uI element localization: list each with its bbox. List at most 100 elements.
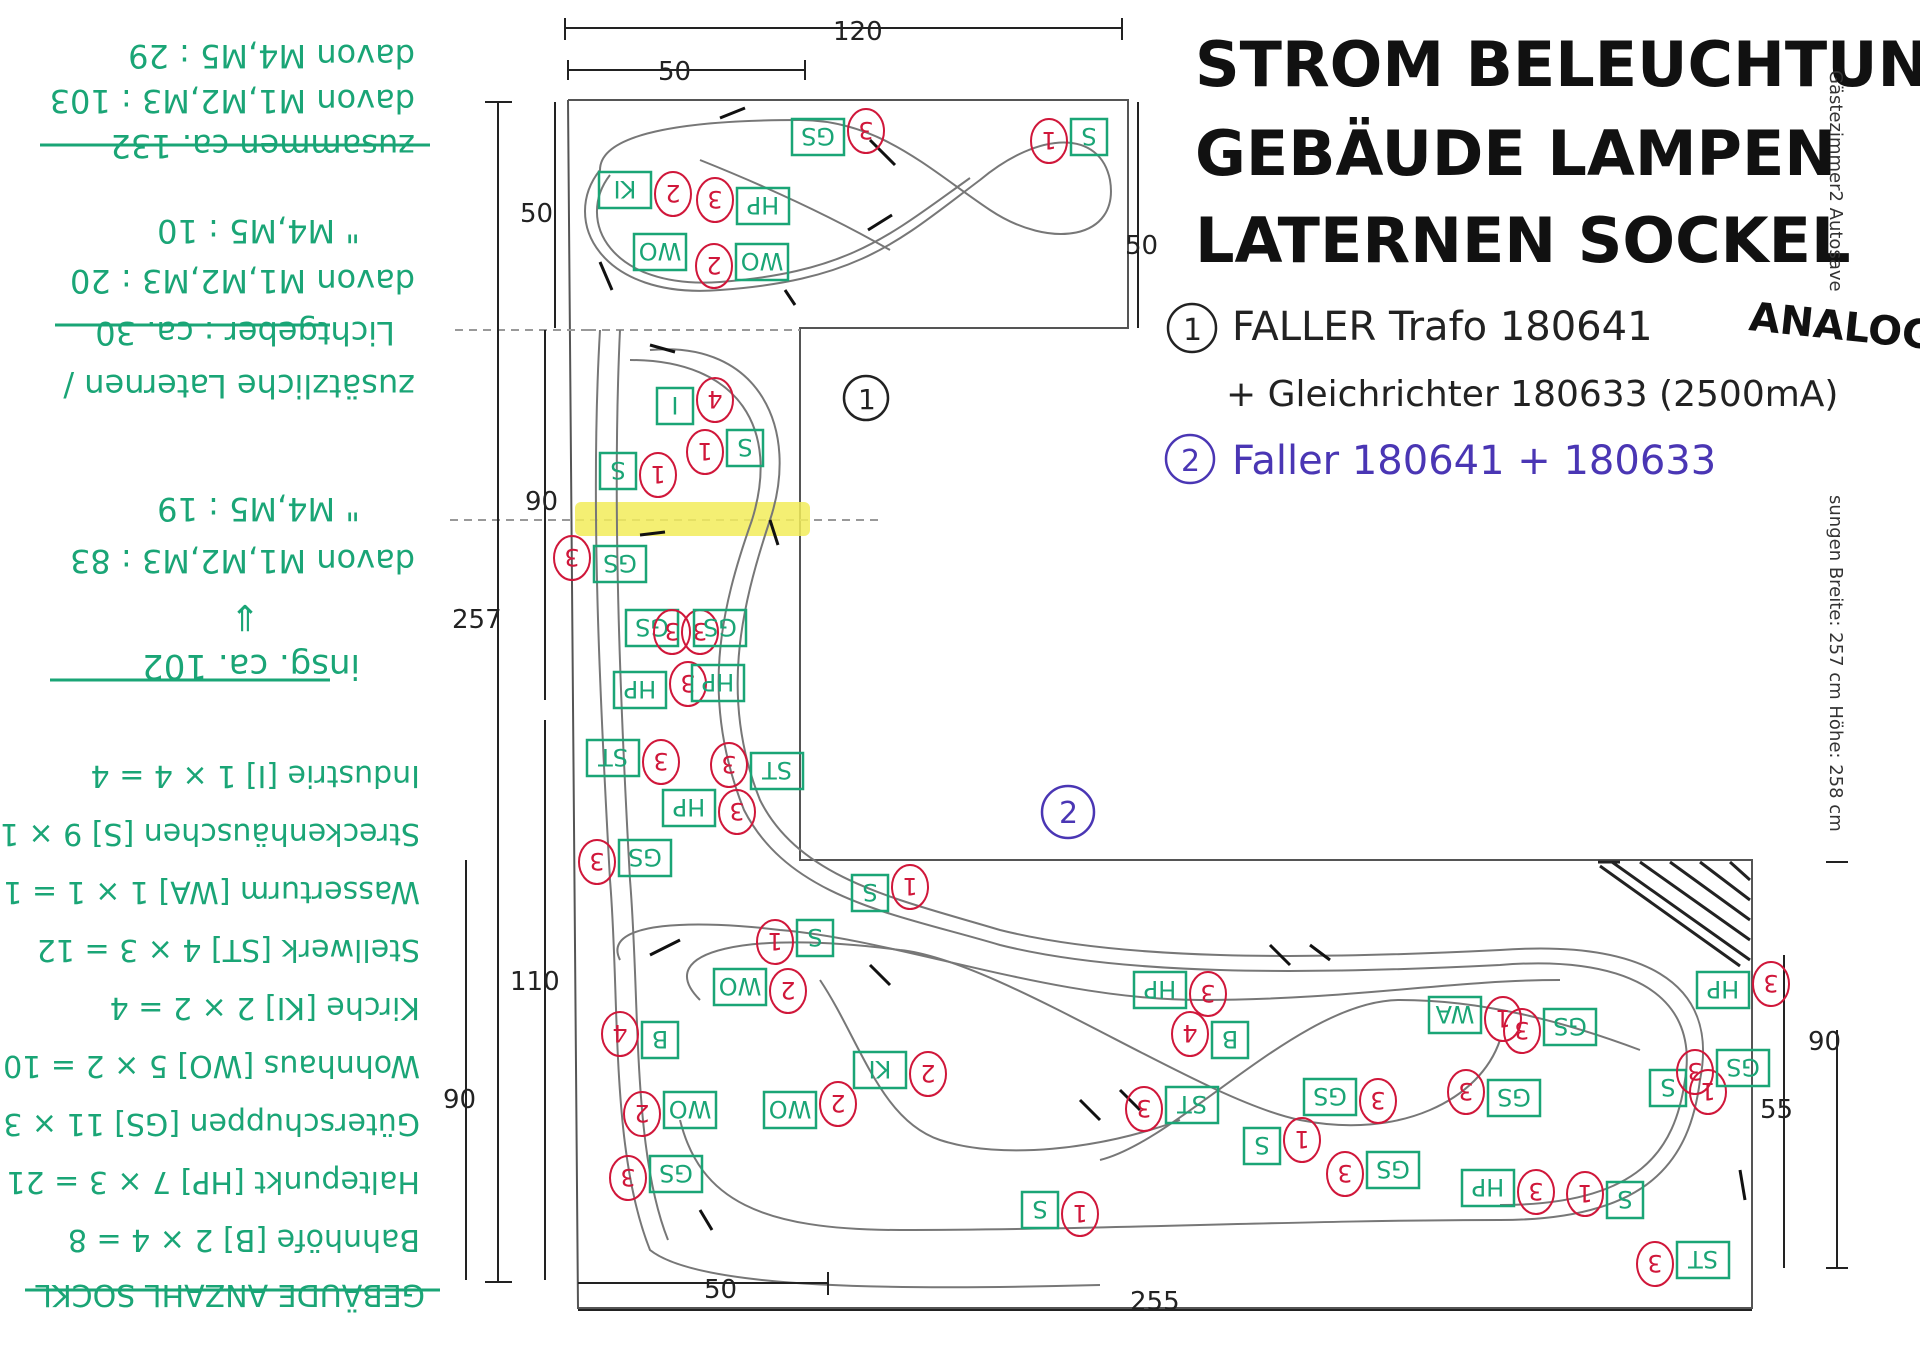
socket-count-circle (1061, 1191, 1099, 1237)
socket-count-circle (553, 535, 591, 581)
socket-count: 3 (858, 116, 873, 144)
dim-right-lower-b: 55 (1760, 1095, 1793, 1125)
building-box (640, 1020, 680, 1060)
building-code: HP (1144, 975, 1177, 1003)
socket-count-circle (1517, 1169, 1555, 1215)
building-code: WO (639, 237, 682, 265)
building-code: GS (801, 122, 835, 150)
building-code: GS (1313, 1082, 1347, 1110)
socket-count: 3 (1370, 1086, 1385, 1114)
building-gs: GS3 (553, 535, 648, 584)
socket-count-circle (623, 1091, 661, 1137)
building-gs: GS 3 (790, 108, 885, 157)
dim-bottom-total: 255 (1130, 1287, 1180, 1317)
dim-top-left: 50 (658, 57, 691, 87)
socket-count: 3 (721, 750, 736, 778)
socket-count: 2 (780, 976, 795, 1004)
building-box (612, 670, 668, 710)
dim-right-lower-a: 90 (1808, 1027, 1841, 1057)
socket-count-circle (756, 919, 794, 965)
socket-count: 3 (1647, 1249, 1662, 1277)
socket-count-circle (1566, 1171, 1604, 1217)
building-box (592, 544, 648, 584)
zone2-circle (1040, 784, 1096, 840)
building-box (734, 242, 790, 282)
building-code: WO (719, 972, 762, 1000)
building-gs: GS3 (1676, 1048, 1771, 1095)
building-st: ST 3 (710, 742, 805, 791)
building-box (648, 1154, 704, 1194)
building-code: GS (1376, 1155, 1410, 1183)
building-box (762, 1090, 818, 1130)
building-wo: WO 2 (712, 967, 807, 1014)
highlight-strip (575, 502, 810, 536)
building-gs: GS3 (578, 838, 673, 885)
socket-count-circle (1030, 118, 1068, 164)
feeder-marks (598, 106, 1747, 1231)
building-box (632, 232, 688, 272)
socket-count-circle (891, 864, 929, 910)
socket-count-circle (769, 968, 807, 1014)
supply2-marker-circle (1164, 433, 1216, 485)
building-s: S1 (1566, 1171, 1645, 1220)
building-box (662, 1090, 718, 1130)
building-s: S1 (1030, 117, 1109, 164)
building-code: B (1222, 1025, 1238, 1053)
socket-count-circle (1752, 961, 1790, 1007)
legend-split1: davon M1,M2,M3 : 83 (70, 542, 415, 580)
building-code: GS (1497, 1083, 1531, 1111)
socket-count-circle (1447, 1069, 1485, 1115)
building-code: HP (702, 668, 735, 696)
building-box (795, 918, 835, 958)
socket-count-circle (819, 1081, 857, 1127)
building-s: S1 (686, 428, 765, 475)
legend-sum-title: zusammen ca. 132 (111, 127, 415, 165)
building-code: ST (762, 756, 792, 784)
socket-count: 3 (692, 617, 707, 645)
building-b: B4 (1171, 1011, 1250, 1060)
supply1-line1: FALLER Trafo 180641 (1232, 304, 1653, 350)
building-code: S (1032, 1195, 1047, 1223)
title-line3: LATERNEN SOCKEL (1195, 204, 1851, 277)
dim-left-bottom: 90 (443, 1085, 476, 1115)
socket-count-circle (718, 789, 756, 835)
title-tag: ANALOG (1747, 294, 1920, 359)
building-box (692, 608, 748, 648)
building-gs: GS3 (609, 1154, 704, 1201)
dim-left-total: 257 (452, 605, 502, 635)
building-box (1486, 1078, 1542, 1118)
building-box (852, 1050, 908, 1090)
socket-count-circle (1283, 1117, 1321, 1163)
building-code: S (737, 433, 752, 461)
dim-left-lower: 110 (510, 967, 560, 997)
building-box (1210, 1020, 1250, 1060)
socket-count-circle (1689, 1069, 1727, 1115)
building-box (585, 738, 641, 778)
socket-count-circle (1125, 1086, 1163, 1132)
building-box (1069, 117, 1109, 157)
building-code: HP (624, 675, 657, 703)
building-code: S (610, 456, 625, 484)
legend-sum-split1: davon M1,M2,M3 : 103 (50, 82, 415, 120)
socket-count-circle (847, 108, 885, 154)
side-note-bottom: sungen Breite: 257 cm Höhe: 258 cm (1825, 495, 1846, 832)
legend-block: GEBÄUDE ANZAHL SOCKL Bahnhöfe [B] 2 × 4 … (0, 37, 425, 1313)
zone1-circle (842, 374, 890, 422)
track-plan (584, 118, 1705, 1289)
socket-count-circle (909, 1051, 947, 1097)
building-code: GS (603, 549, 637, 577)
building-code: S (862, 878, 877, 906)
dim-left-upper: 50 (520, 199, 553, 229)
socket-count: 3 (1763, 969, 1778, 997)
building-box (1242, 1126, 1282, 1166)
building-box (1164, 1085, 1220, 1125)
